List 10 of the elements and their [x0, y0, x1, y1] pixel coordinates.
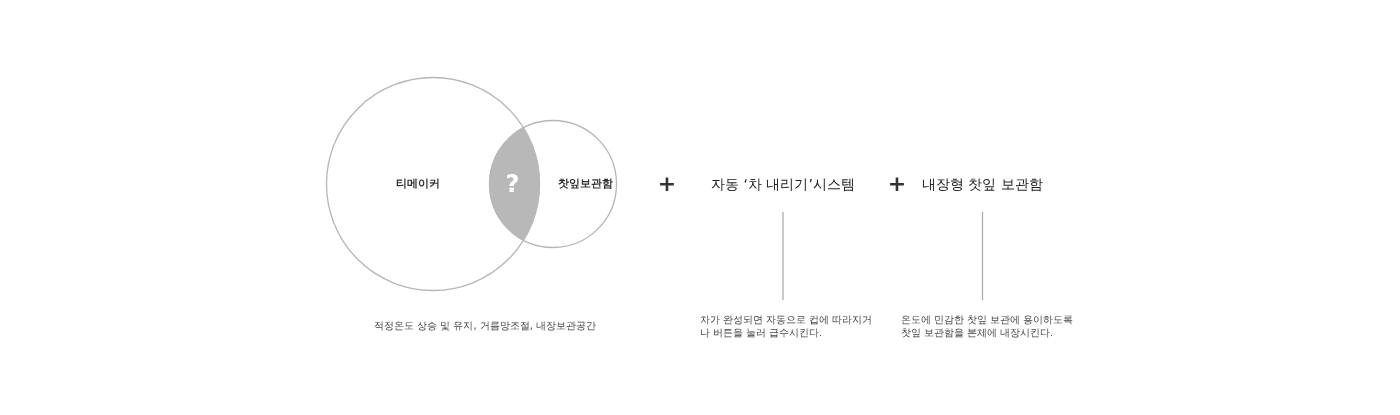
plus-sign: +: [656, 170, 678, 198]
feature-description: 온도에 민감한 찻잎 보관에 용이하도록 찻잎 보관함을 본체에 내장시킨다.: [901, 300, 1081, 339]
plus-sign: +: [886, 170, 908, 198]
caption-text: 적정온도 상승 및 유지, 거름망조절, 내장보관공간: [372, 319, 598, 333]
feature-title: 내장형 찻잎 보관함: [905, 172, 1060, 212]
connector-line: [981, 211, 984, 301]
feature-title: 자동 ‘차 내리기’시스템: [683, 172, 883, 212]
overlap-region: ?: [489, 127, 540, 241]
feature-description: 차가 완성되면 자동으로 컵에 따라지거나 버튼을 눌러 급수시킨다.: [700, 300, 880, 339]
connector-line: [782, 211, 784, 301]
